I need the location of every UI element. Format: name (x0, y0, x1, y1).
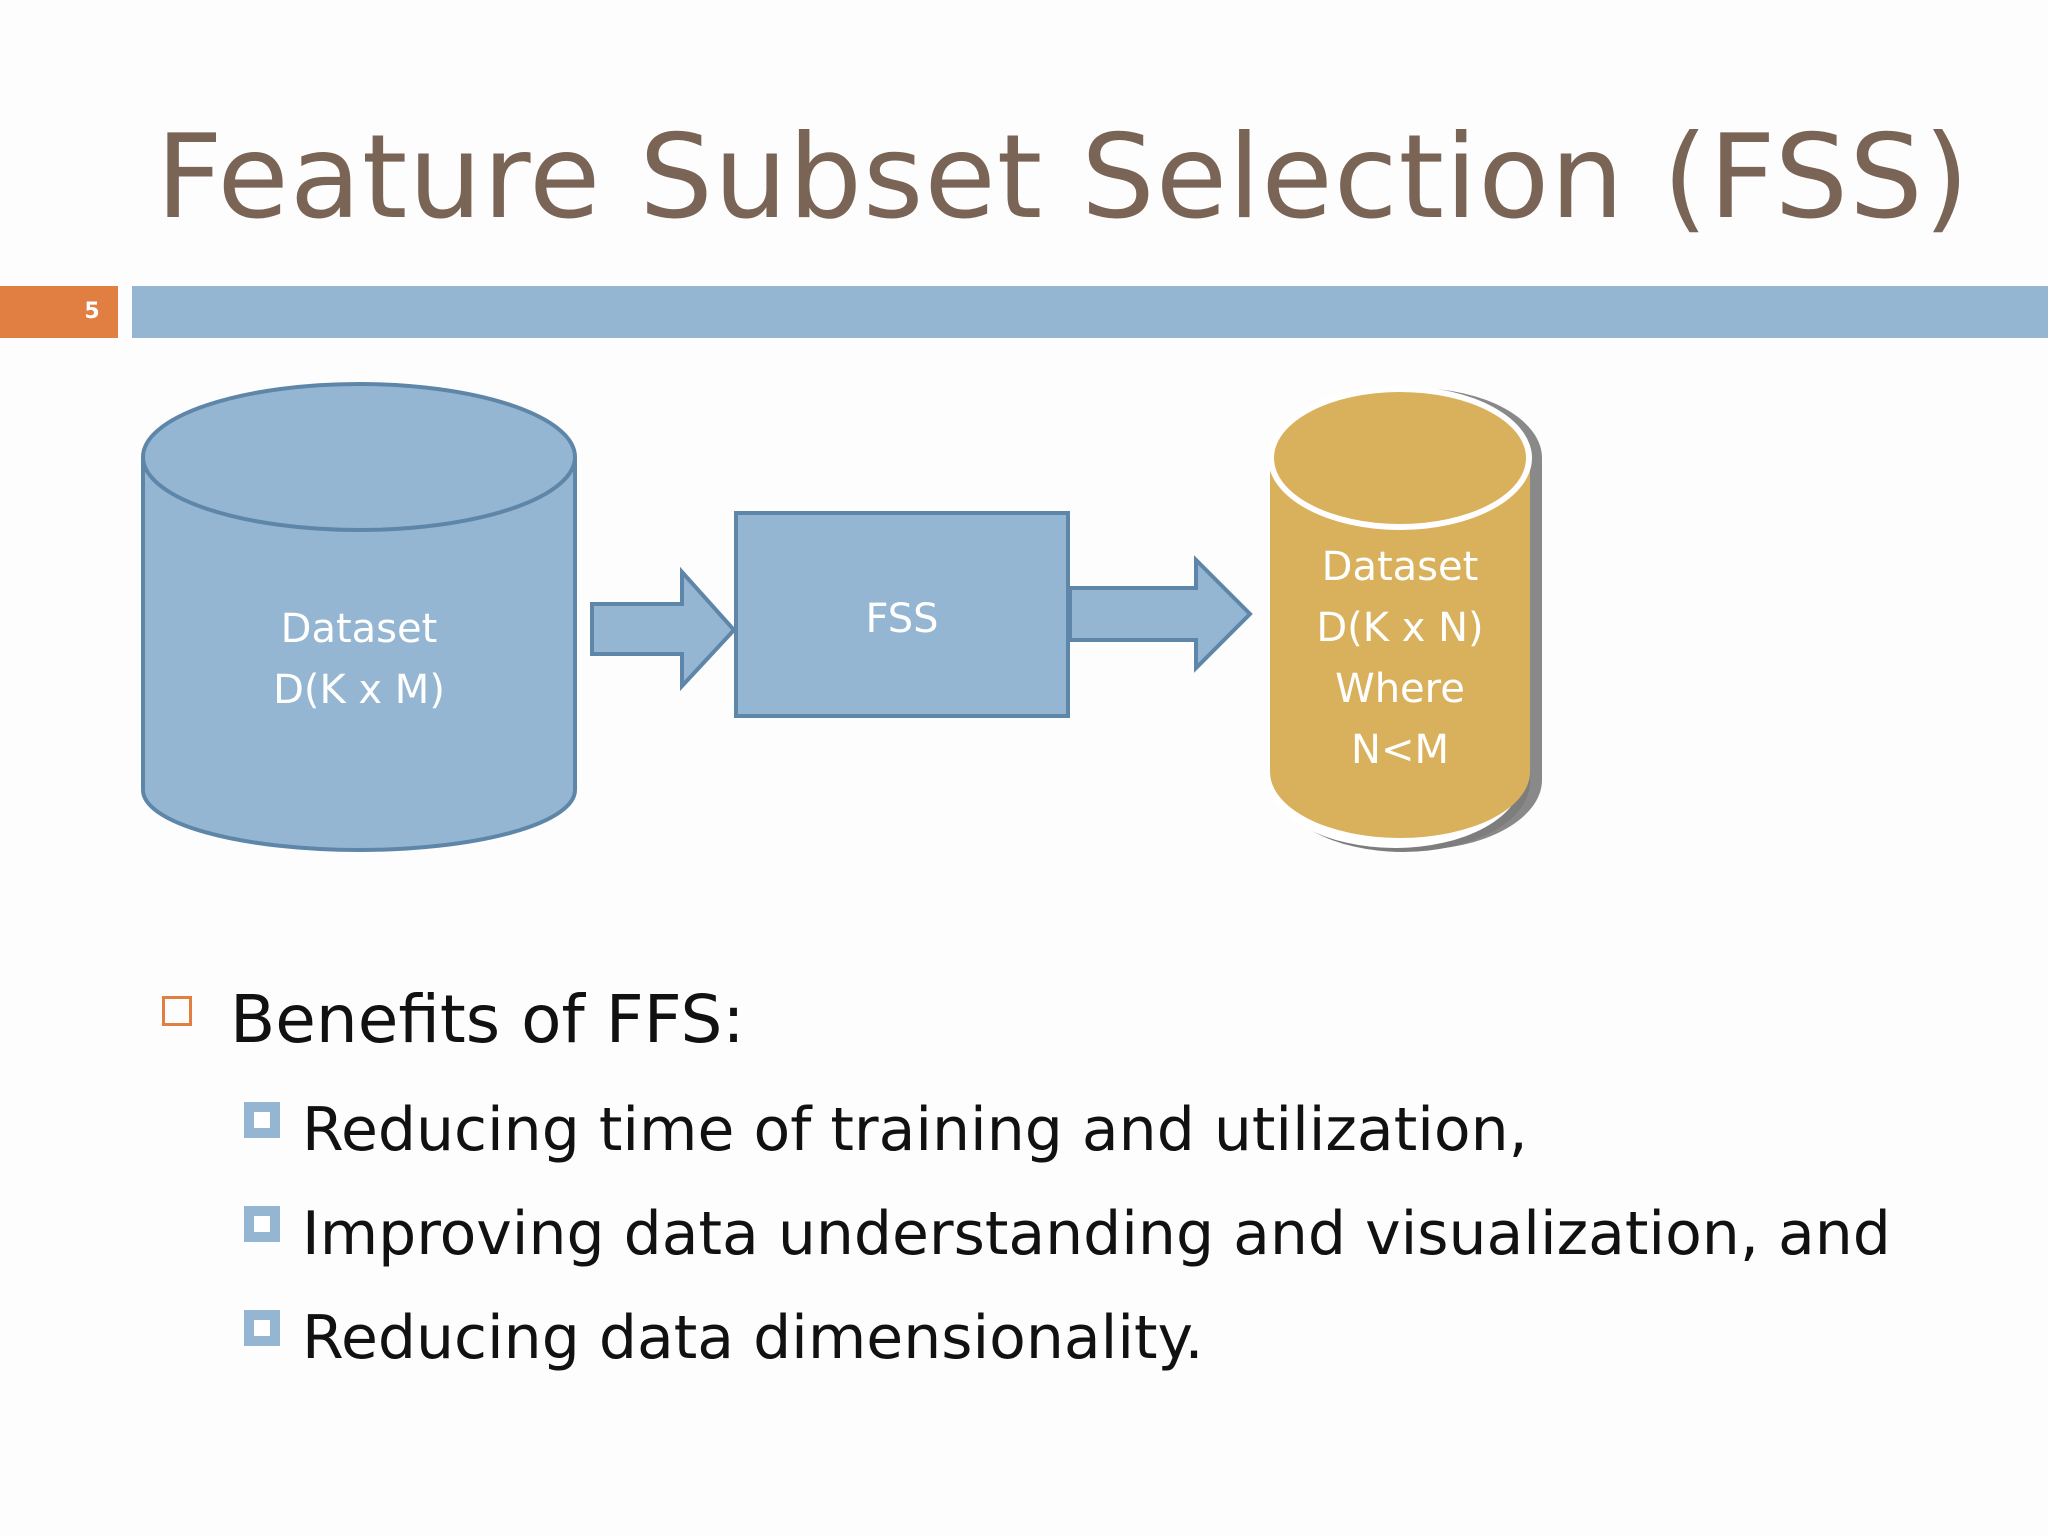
slide-number-box (0, 286, 118, 338)
result-dataset-label-line1: Dataset (1322, 544, 1479, 590)
fss-process-label: FSS (865, 596, 938, 642)
bullet-marker-level2 (244, 1310, 280, 1346)
source-dataset-label-line2: D(K x M) (273, 667, 445, 713)
source-dataset-cylinder: Dataset D(K x M) (141, 382, 577, 852)
benefit-item: Reducing time of training and utilizatio… (302, 1095, 1528, 1165)
result-dataset-cylinder: Dataset D(K x N) Where N<M (1268, 386, 1542, 852)
benefit-item: Reducing data dimensionality. (302, 1303, 1204, 1373)
bullet-marker-level1 (162, 996, 192, 1026)
bullet-marker-level2 (244, 1206, 280, 1242)
title-divider-bar (132, 286, 2048, 338)
arrow-to-result (1068, 555, 1253, 673)
bullet-marker-level2 (244, 1102, 280, 1138)
result-dataset-label-line4: N<M (1351, 727, 1449, 773)
source-dataset-label-line1: Dataset (281, 606, 438, 652)
slide-number: 5 (84, 299, 100, 324)
fss-process-box: FSS (734, 511, 1070, 718)
arrow-to-fss (590, 566, 737, 692)
benefits-heading: Benefits of FFS: (230, 981, 745, 1058)
slide-title: Feature Subset Selection (FSS) (156, 110, 1971, 245)
result-dataset-label-line2: D(K x N) (1316, 605, 1483, 651)
result-dataset-label-line3: Where (1335, 666, 1465, 712)
benefit-item: Improving data understanding and visuali… (302, 1199, 1891, 1269)
